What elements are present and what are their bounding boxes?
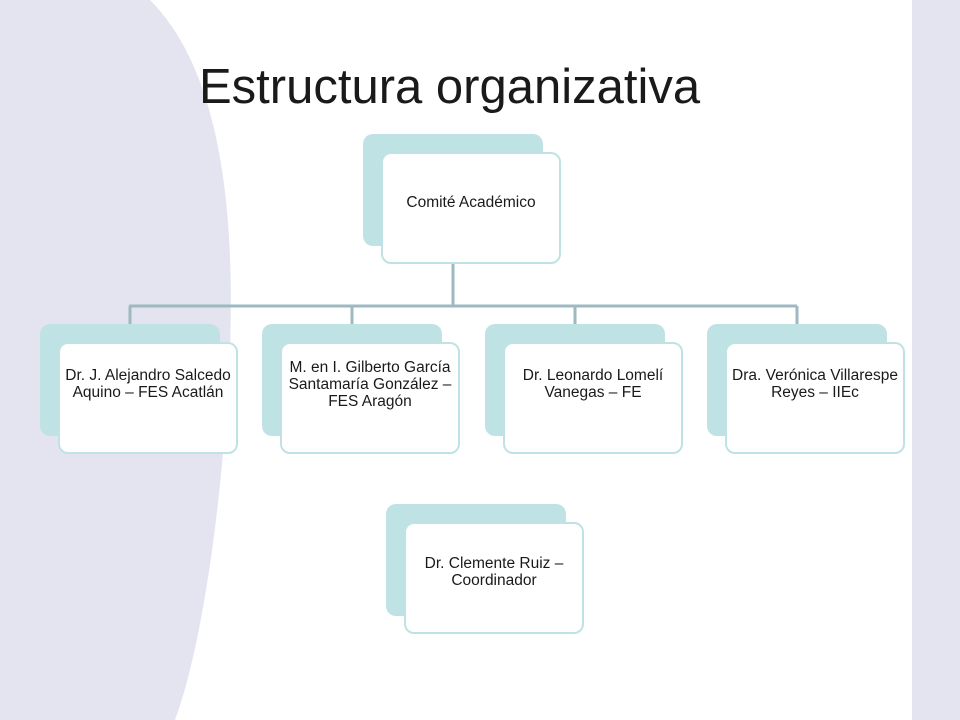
node-label: Comité Académico bbox=[406, 193, 536, 211]
node-label: M. en I. Gilberto García Santamaría Gonz… bbox=[288, 358, 452, 410]
node-label: Dr. J. Alejandro Salcedo Aquino – FES Ac… bbox=[65, 367, 231, 401]
node-front-card: Dr. Leonardo Lomelí Vanegas – FE bbox=[503, 342, 683, 454]
node-label: Dr. Clemente Ruiz – Coordinador bbox=[424, 555, 564, 589]
node-front-card: Dra. Verónica Villarespe Reyes – IIEc bbox=[725, 342, 905, 454]
right-decorative-band bbox=[912, 0, 960, 720]
node-front-card: Dr. J. Alejandro Salcedo Aquino – FES Ac… bbox=[58, 342, 238, 454]
page-title: Estructura organizativa bbox=[199, 60, 701, 114]
node-front-card: Comité Académico bbox=[381, 152, 561, 264]
node-label: Dra. Verónica Villarespe Reyes – IIEc bbox=[732, 367, 898, 401]
node-label: Dr. Leonardo Lomelí Vanegas – FE bbox=[522, 367, 664, 401]
node-front-card: M. en I. Gilberto García Santamaría Gonz… bbox=[280, 342, 460, 454]
node-front-card: Dr. Clemente Ruiz – Coordinador bbox=[404, 522, 584, 634]
